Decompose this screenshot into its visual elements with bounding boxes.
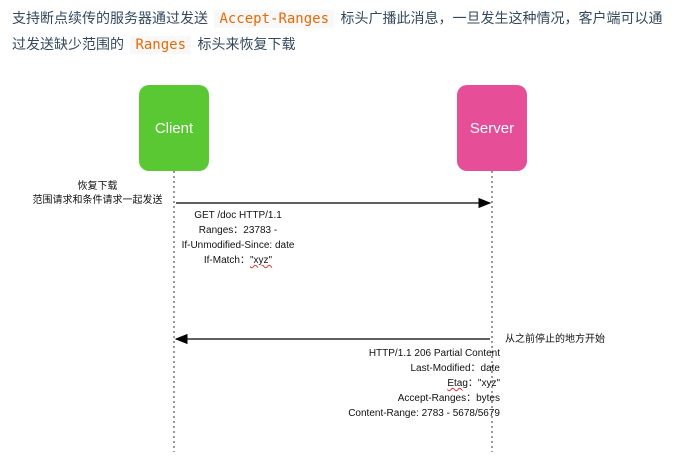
ranges-header: Ranges：23783 -: [198, 225, 278, 236]
server-label: Server: [469, 119, 515, 137]
if-match-header: If-Match："xyz": [168, 253, 308, 268]
if-match-name: If-Match：: [203, 255, 250, 266]
request-headers: GET /doc HTTP/1.1 Ranges：23783 - If-Unmo…: [168, 208, 308, 268]
response-headers: HTTP/1.1 206 Partial Content Last-Modifi…: [325, 346, 500, 421]
client-label: Client: [154, 119, 194, 137]
content-range-header: Content-Range: 2783 - 5678/5679: [348, 408, 500, 419]
accept-ranges-header: Accept-Ranges：bytes: [397, 393, 500, 404]
intro-paragraph: 支持断点续传的服务器通过发送 Accept-Ranges 标头广播此消息，一旦发…: [12, 6, 667, 58]
intro-text-2: 标头广播此消息，一旦发生这种情况，客户端可以通过发送缺少范围的: [12, 11, 663, 53]
request-note-line-2: 范围请求和条件请求一起发送: [32, 195, 163, 206]
intro-text-1: 支持断点续传的服务器通过发送: [12, 11, 208, 27]
status-line: HTTP/1.1 206 Partial Content: [368, 348, 500, 359]
server-box: Server: [457, 85, 527, 171]
etag-header: Etag："xyz": [325, 376, 500, 391]
etag-value: ："xyz": [467, 378, 500, 389]
request-note-line-1: 恢复下载: [77, 181, 118, 192]
request-line: GET /doc HTTP/1.1: [194, 210, 282, 221]
etag-name: Etag: [447, 378, 468, 389]
if-unmodified-since-header: If-Unmodified-Since: date: [181, 240, 295, 251]
request-note: 恢复下载 范围请求和条件请求一起发送: [20, 180, 175, 208]
response-note: 从之前停止的地方开始: [505, 334, 605, 345]
inline-code-accept-ranges: Accept-Ranges: [214, 10, 335, 28]
client-box: Client: [139, 85, 209, 171]
inline-code-ranges: Ranges: [130, 36, 192, 54]
last-modified-header: Last-Modified：date: [410, 363, 501, 374]
intro-text-3: 标头来恢复下载: [197, 37, 296, 53]
if-match-value: "xyz": [250, 255, 273, 266]
